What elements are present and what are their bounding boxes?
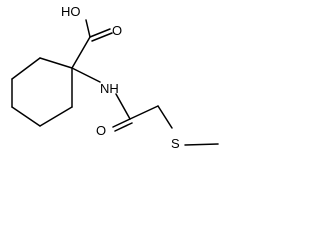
carbonyl-oxygen-amide-label: O (96, 123, 106, 138)
amide-group (71, 67, 159, 132)
carboxyl-oh-bond (85, 19, 91, 38)
ring-bond (39, 57, 73, 69)
carbonyl-oxygen-acid-label: O (112, 23, 122, 38)
molecule-structure: HO O NH O S (11, 4, 219, 151)
carboxyl-double-bond (91, 32, 113, 42)
carbonyl-to-methylene-bond (129, 105, 159, 120)
amide-nitrogen-label: NH (100, 81, 119, 96)
hydroxyl-label: HO (61, 4, 81, 19)
sulfur-label: S (171, 136, 180, 151)
thioether-group (157, 105, 219, 146)
amide-double-bond (112, 118, 131, 128)
quaternary-to-nitrogen-bond (71, 67, 101, 83)
methylene-to-sulfur-bond (157, 105, 173, 129)
ring-bond (39, 106, 73, 127)
amide-double-bond (114, 122, 133, 132)
ring-bond (11, 106, 41, 127)
nitrogen-to-carbonyl-bond (115, 93, 131, 120)
quaternary-to-carboxyl-bond (71, 36, 91, 69)
sulfur-to-methyl-bond (184, 143, 219, 146)
ring-bond (11, 57, 41, 80)
cyclohexane-ring (11, 57, 73, 127)
carboxylic-acid-group (71, 19, 113, 69)
carboxyl-double-bond (89, 28, 111, 38)
